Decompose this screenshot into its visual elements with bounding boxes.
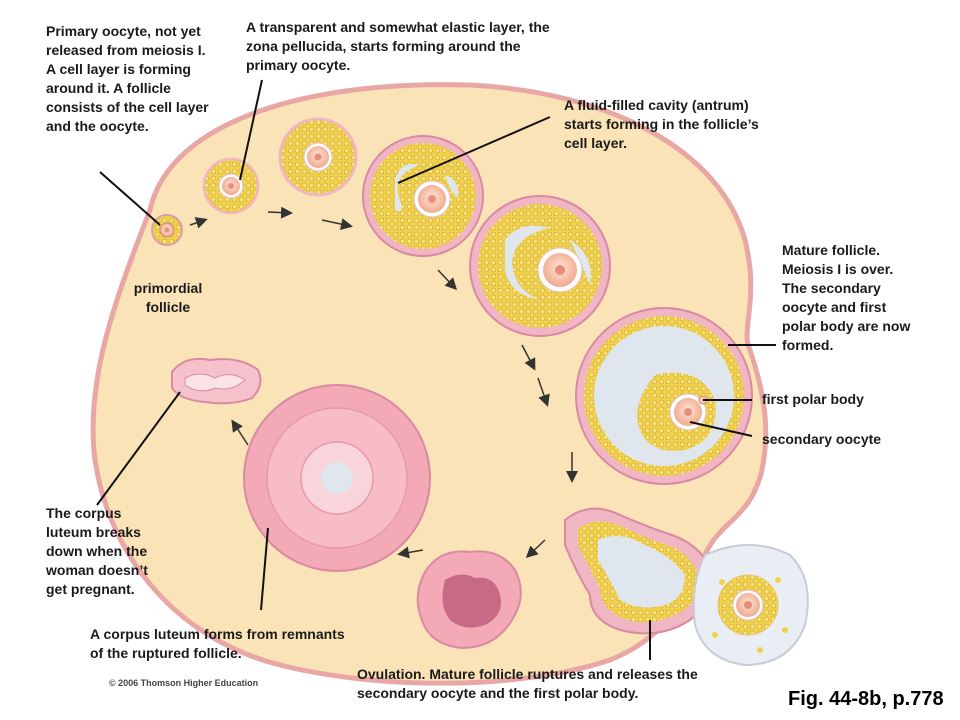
growth-arrow-1 <box>189 217 208 229</box>
label-zona-pellucida: A transparent and somewhat elastic layer… <box>246 19 550 73</box>
copyright-notice: © 2006 Thomson Higher Education <box>109 678 259 688</box>
leader-primary-oocyte <box>99 171 161 226</box>
figure-caption: Fig. 44-8b, p.778 <box>788 688 944 710</box>
corpus-albicans <box>171 357 262 405</box>
growth-arrow-4 <box>437 269 458 291</box>
label-corpus-luteum-forms: A corpus luteum forms from remnants of t… <box>90 626 345 661</box>
label-ovulation: Ovulation. Mature follicle ruptures and … <box>357 666 698 701</box>
ruptured-follicle <box>564 507 714 635</box>
label-first-polar-body: first polar body <box>762 391 864 407</box>
label-primary-oocyte: Primary oocyte, not yet released from me… <box>46 23 209 134</box>
released-oocyte <box>692 544 809 667</box>
label-mature-follicle: Mature follicle. Meiosis I is over. The … <box>782 242 911 353</box>
leader-corpus-luteum-forms <box>260 527 269 611</box>
growth-arrow-2 <box>267 206 293 219</box>
leader-secondary-oocyte <box>689 421 753 437</box>
late-antral-follicle <box>469 195 611 337</box>
leader-corpus-luteum-breaks <box>96 391 181 506</box>
secondary-follicle <box>278 117 358 197</box>
growth-arrow-5 <box>521 344 536 371</box>
label-primordial-follicle: primordial follicle <box>133 280 203 315</box>
growth-arrow-9 <box>397 546 424 559</box>
leader-zona-pellucida <box>239 79 263 181</box>
early-corpus-luteum <box>416 550 522 650</box>
early-antral-follicle <box>362 135 484 257</box>
mature-follicle <box>575 307 753 485</box>
label-antrum: A fluid-filled cavity (antrum) starts fo… <box>564 97 759 151</box>
label-secondary-oocyte: secondary oocyte <box>762 431 882 447</box>
primordial-follicle <box>151 214 183 246</box>
primary-follicle <box>202 157 260 215</box>
growth-arrow-10 <box>231 419 249 446</box>
growth-arrow-8 <box>525 539 546 559</box>
leader-antrum <box>397 116 551 184</box>
growth-arrow-6 <box>537 377 550 407</box>
growth-arrow-3 <box>321 218 353 230</box>
label-corpus-luteum-breaks: The corpus luteum breaks down when the w… <box>46 505 148 597</box>
corpus-luteum <box>243 384 431 572</box>
